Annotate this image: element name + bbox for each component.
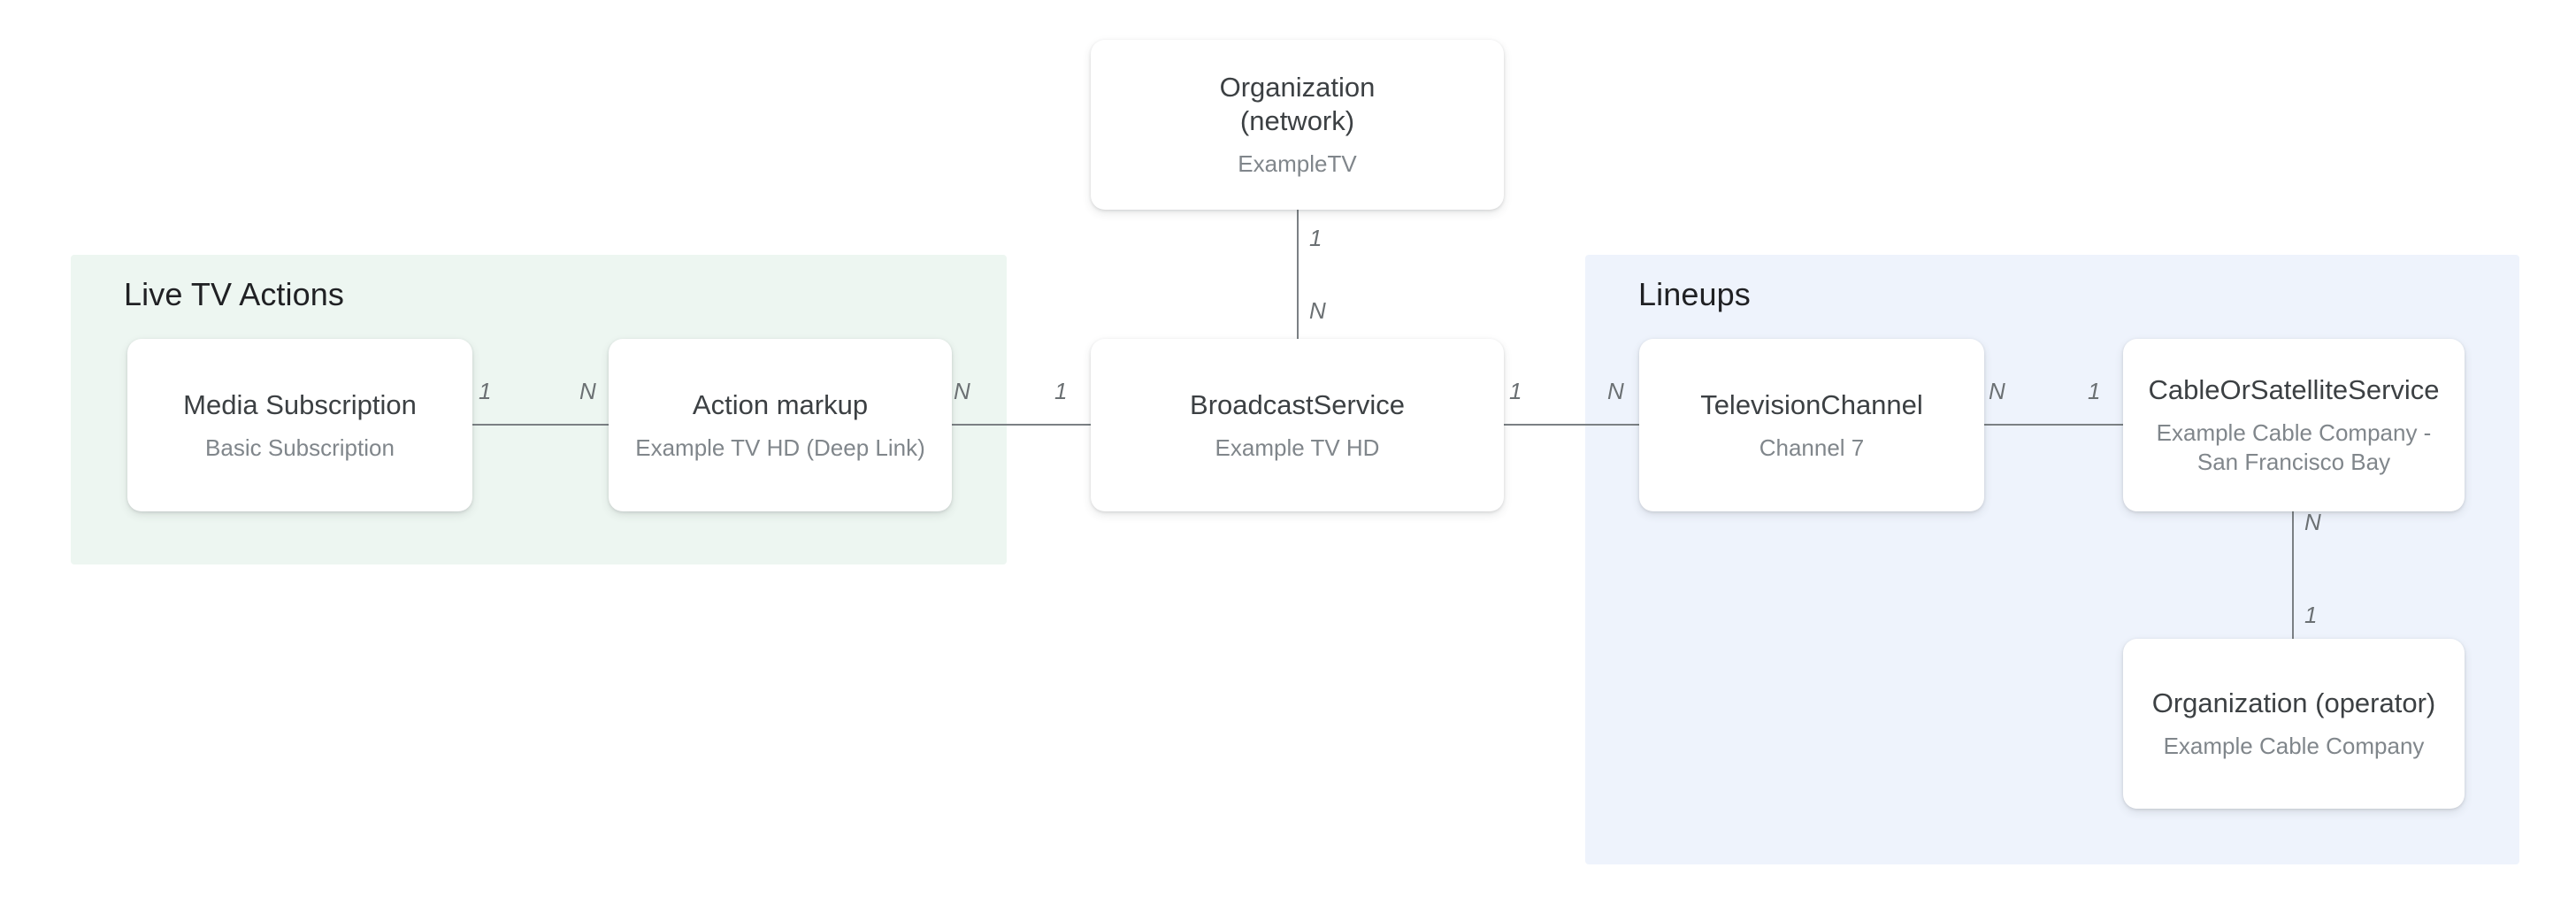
cardinality-television-channel-n-left: N bbox=[1607, 378, 1624, 404]
cardinality-action-markup-n: N bbox=[579, 378, 596, 404]
node-title: Organization (network) bbox=[1219, 72, 1376, 136]
node-cable-or-satellite-service[interactable]: CableOrSatelliteService Example Cable Co… bbox=[2123, 339, 2465, 511]
cardinality-television-channel-n-right: N bbox=[1989, 378, 2005, 404]
node-subtitle: Example TV HD bbox=[1215, 434, 1380, 461]
node-subtitle: Example TV HD (Deep Link) bbox=[635, 434, 925, 461]
node-subtitle: Example Cable Company bbox=[2163, 733, 2425, 759]
cardinality-action-markup-n-right: N bbox=[954, 378, 970, 404]
group-label-live-tv-actions: Live TV Actions bbox=[124, 276, 344, 312]
connector-television-channel-cable-or-satellite-service bbox=[1974, 424, 2134, 426]
node-subtitle: Channel 7 bbox=[1759, 434, 1865, 461]
connector-organization-network-broadcast-service bbox=[1297, 209, 1299, 346]
connector-cable-or-satellite-service-organization-operator bbox=[2292, 506, 2294, 641]
node-title: Organization (operator) bbox=[2151, 687, 2436, 718]
node-subtitle: Basic Subscription bbox=[205, 434, 395, 461]
node-television-channel[interactable]: TelevisionChannel Channel 7 bbox=[1639, 339, 1984, 511]
node-subtitle: Example Cable Company - San Francisco Ba… bbox=[2156, 419, 2432, 475]
cardinality-cable-or-satellite-service-n-bottom: N bbox=[2304, 509, 2321, 535]
cardinality-broadcast-service-1-left: 1 bbox=[1054, 378, 1068, 404]
connector-action-markup-broadcast-service bbox=[939, 424, 1116, 426]
node-broadcast-service[interactable]: BroadcastService Example TV HD bbox=[1091, 339, 1504, 511]
cardinality-broadcast-service-n-top: N bbox=[1309, 297, 1326, 324]
node-organization-network[interactable]: Organization (network) ExampleTV bbox=[1091, 40, 1504, 210]
cardinality-organization-network-1: 1 bbox=[1309, 225, 1322, 251]
cardinality-broadcast-service-1-right: 1 bbox=[1509, 378, 1522, 404]
node-title: Action markup bbox=[692, 388, 869, 420]
connector-media-subscription-action-markup bbox=[464, 424, 632, 426]
cardinality-organization-operator-1: 1 bbox=[2304, 602, 2318, 628]
node-media-subscription[interactable]: Media Subscription Basic Subscription bbox=[127, 339, 472, 511]
node-subtitle: ExampleTV bbox=[1238, 150, 1357, 177]
node-organization-operator[interactable]: Organization (operator) Example Cable Co… bbox=[2123, 639, 2465, 809]
node-title: Media Subscription bbox=[183, 388, 417, 420]
group-label-lineups: Lineups bbox=[1638, 276, 1751, 312]
node-title: CableOrSatelliteService bbox=[2148, 374, 2440, 405]
connector-broadcast-service-television-channel bbox=[1495, 424, 1654, 426]
node-title: TelevisionChannel bbox=[1700, 388, 1923, 420]
node-action-markup[interactable]: Action markup Example TV HD (Deep Link) bbox=[609, 339, 952, 511]
cardinality-cable-or-satellite-service-1-left: 1 bbox=[2088, 378, 2101, 404]
node-title: BroadcastService bbox=[1190, 388, 1405, 420]
cardinality-media-subscription-1: 1 bbox=[479, 378, 492, 404]
